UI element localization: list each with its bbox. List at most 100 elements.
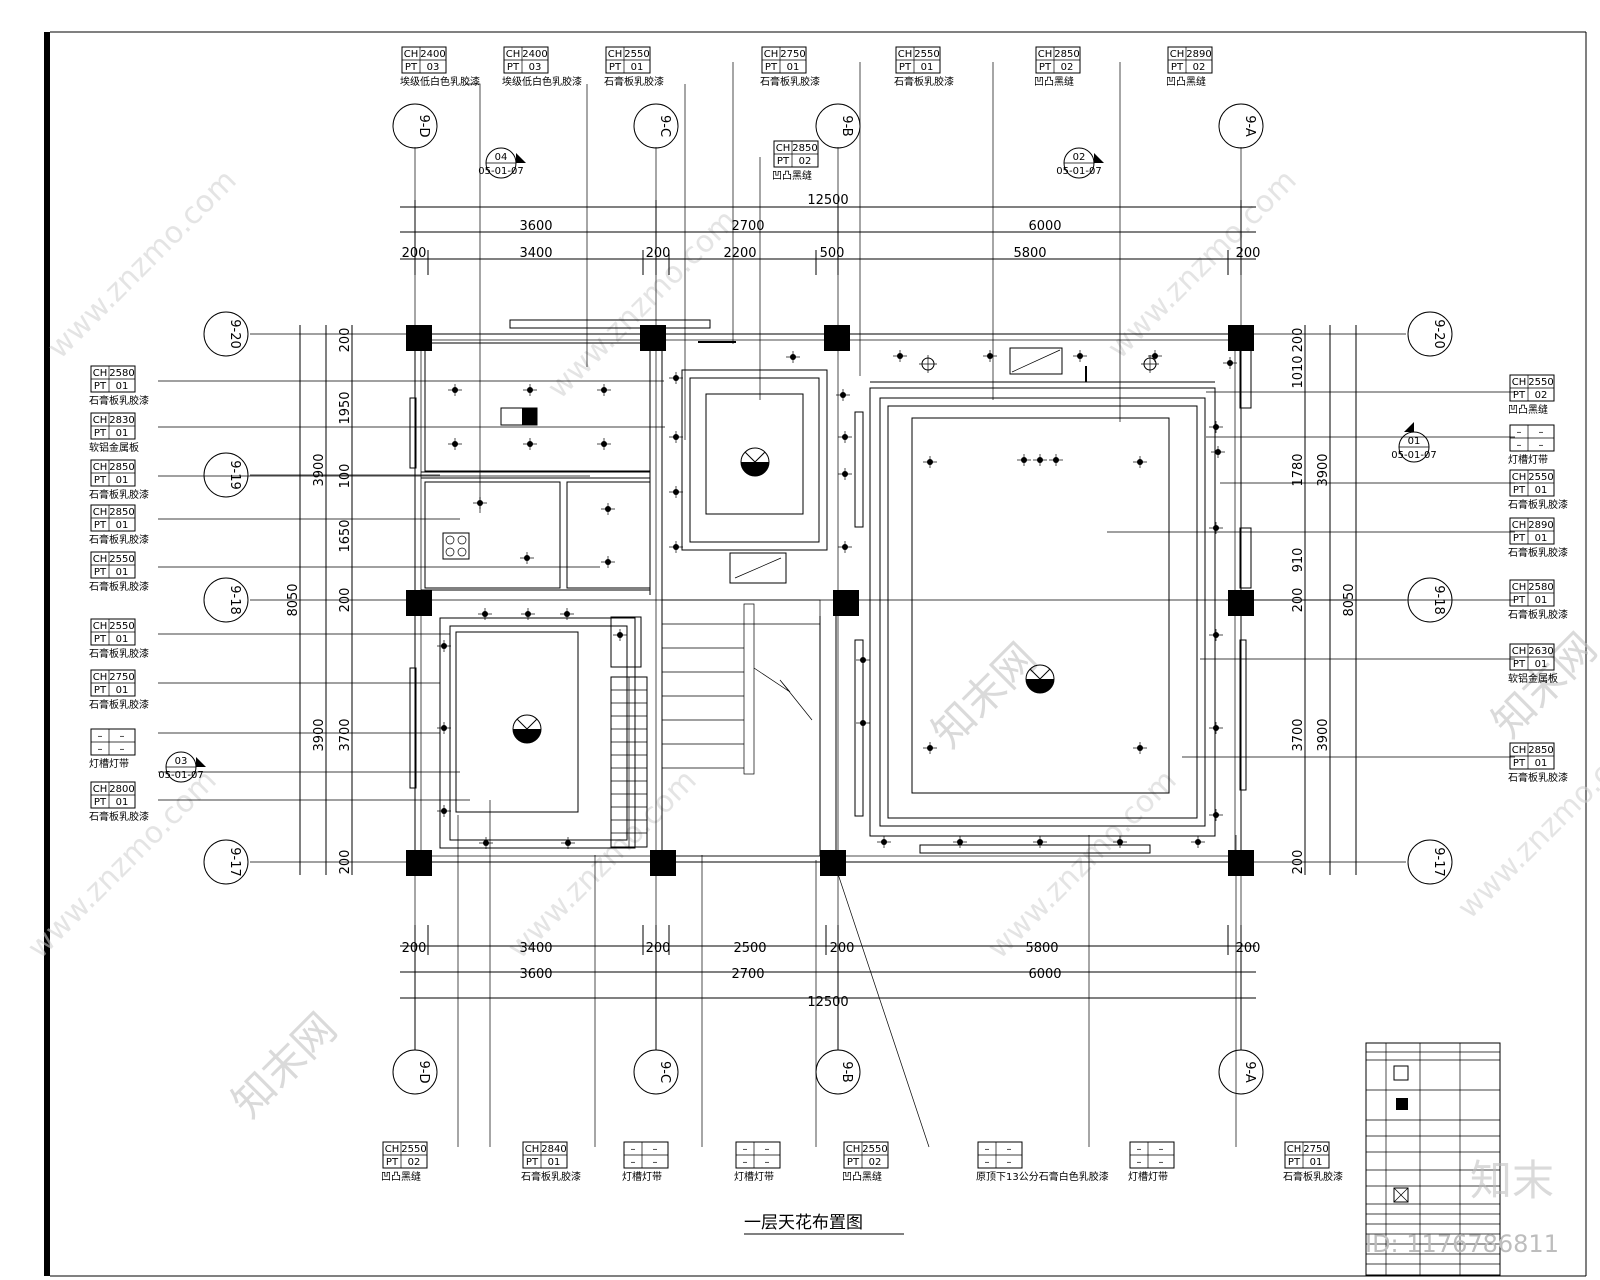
- dim-left-r2: 3700: [338, 718, 353, 751]
- tag-pt-label: PT: [386, 1157, 399, 1168]
- axis-left-9-18: 9-18: [203, 577, 249, 623]
- tag-ch-value: –: [765, 1144, 770, 1155]
- tag-ch-label: CH: [385, 1144, 400, 1155]
- svg-text:9-C: 9-C: [657, 1061, 672, 1083]
- tag-pt-label: PT: [507, 62, 520, 73]
- tag-ch-label: CH: [1038, 49, 1053, 60]
- downlight-icon: [893, 350, 907, 362]
- tag-ch-value: 2840: [541, 1144, 566, 1155]
- dim-bottom-r1: 2500: [733, 941, 766, 956]
- tag-ch-label: CH: [846, 1144, 861, 1155]
- downlight-icon: [601, 556, 615, 568]
- watermark-text: www.znzmo.com: [41, 163, 244, 366]
- tag-ch-value: –: [653, 1144, 658, 1155]
- chandelier-icon: [1025, 664, 1055, 694]
- tag-note: 灯槽灯带: [1128, 1170, 1168, 1183]
- svg-text:05-01-07: 05-01-07: [1056, 166, 1101, 177]
- downlight-icon: [437, 805, 451, 817]
- downlight-icon: [856, 717, 870, 729]
- svg-text:05-01-07: 05-01-07: [1391, 450, 1436, 461]
- svg-text:9-D: 9-D: [416, 1061, 431, 1084]
- tag-note: 凹凸黑缝: [772, 169, 812, 182]
- tag-ch-label: CH: [1512, 646, 1527, 657]
- downlight-icon: [1209, 809, 1223, 821]
- tag-ch-value: 2890: [1186, 49, 1211, 60]
- dim-left-r1: 3900: [312, 453, 327, 486]
- downlight-icon: [601, 503, 615, 515]
- watermark-text: www.znzmo.com: [541, 203, 744, 406]
- sheet-frame: [44, 31, 1587, 1277]
- svg-text:02: 02: [1073, 152, 1086, 163]
- tag-ch-label: CH: [506, 49, 521, 60]
- tag-pt-label: PT: [1513, 533, 1526, 544]
- tag-ch-value: –: [1159, 1144, 1164, 1155]
- downlight-icon: [1209, 629, 1223, 641]
- downlight-icon: [1223, 357, 1237, 369]
- tag-note: 石膏板乳胶漆: [89, 810, 149, 823]
- tag-pt-label: PT: [1513, 758, 1526, 769]
- tag-ch-label: CH: [1512, 377, 1527, 388]
- tag-ch-value: 2550: [914, 49, 939, 60]
- tag-pt-label: PT: [526, 1157, 539, 1168]
- downlight-icon: [669, 431, 683, 443]
- downlight-icon: [560, 608, 574, 620]
- tag-note: 埃级低白色乳胶漆: [502, 75, 582, 88]
- dim-bottom-r1: 200: [646, 941, 671, 956]
- tag-note: 石膏板乳胶漆: [89, 394, 149, 407]
- downlight-icon: [437, 722, 451, 734]
- tag-pt-value: –: [765, 1157, 770, 1168]
- tag-pt-label: PT: [94, 475, 107, 486]
- tag-ch-value: 2850: [109, 462, 134, 473]
- downlight-icon: [669, 541, 683, 553]
- tag-pt-value: 01: [548, 1157, 561, 1168]
- dimension-top: 12500 3600 2700 6000 200 3400 200 2200 5…: [400, 193, 1260, 275]
- svg-text:9-20: 9-20: [1431, 319, 1446, 349]
- downlight-icon: [838, 541, 852, 553]
- tag-note: 石膏板乳胶漆: [604, 75, 664, 88]
- tag-ch-value: 2800: [109, 784, 134, 795]
- tag-ch-value: 2850: [109, 507, 134, 518]
- tag-pt-value: 01: [116, 634, 129, 645]
- tag-ch-value: 2750: [780, 49, 805, 60]
- dim-top-1: 3600: [519, 219, 552, 234]
- downlight-icon: [1211, 446, 1225, 458]
- watermark-text: www.znzmo.com: [1101, 163, 1304, 366]
- tag-note: 灯槽灯带: [1508, 453, 1548, 466]
- tag-ch-label: CH: [93, 415, 108, 426]
- tag-ch-label: CH: [525, 1144, 540, 1155]
- drawing-title: 一层天花布置图: [744, 1213, 863, 1233]
- tag-ch-value: 2580: [109, 368, 134, 379]
- material-tag: ––––灯槽灯带: [1508, 424, 1555, 466]
- tag-ch-value: –: [120, 731, 125, 742]
- tag-note: 凹凸黑缝: [1034, 75, 1074, 88]
- downlight-icon: [838, 431, 852, 443]
- tag-ch-value: 2750: [1303, 1144, 1328, 1155]
- dim-left-r1: 3900: [312, 718, 327, 751]
- tag-ch-label: CH: [1512, 582, 1527, 593]
- tag-ch-label: CH: [93, 672, 108, 683]
- tag-note: 石膏板乳胶漆: [89, 647, 149, 660]
- tag-pt-value: –: [1539, 440, 1544, 451]
- downlight-icon: [856, 654, 870, 666]
- tag-note: 凹凸黑缝: [1166, 75, 1206, 88]
- tag-pt-value: 02: [408, 1157, 421, 1168]
- downlight-icon: [1049, 454, 1063, 466]
- axis-left-9-20: 9-20: [203, 311, 249, 357]
- tag-note: 石膏板乳胶漆: [1508, 546, 1568, 559]
- svg-text:9-19: 9-19: [227, 460, 242, 490]
